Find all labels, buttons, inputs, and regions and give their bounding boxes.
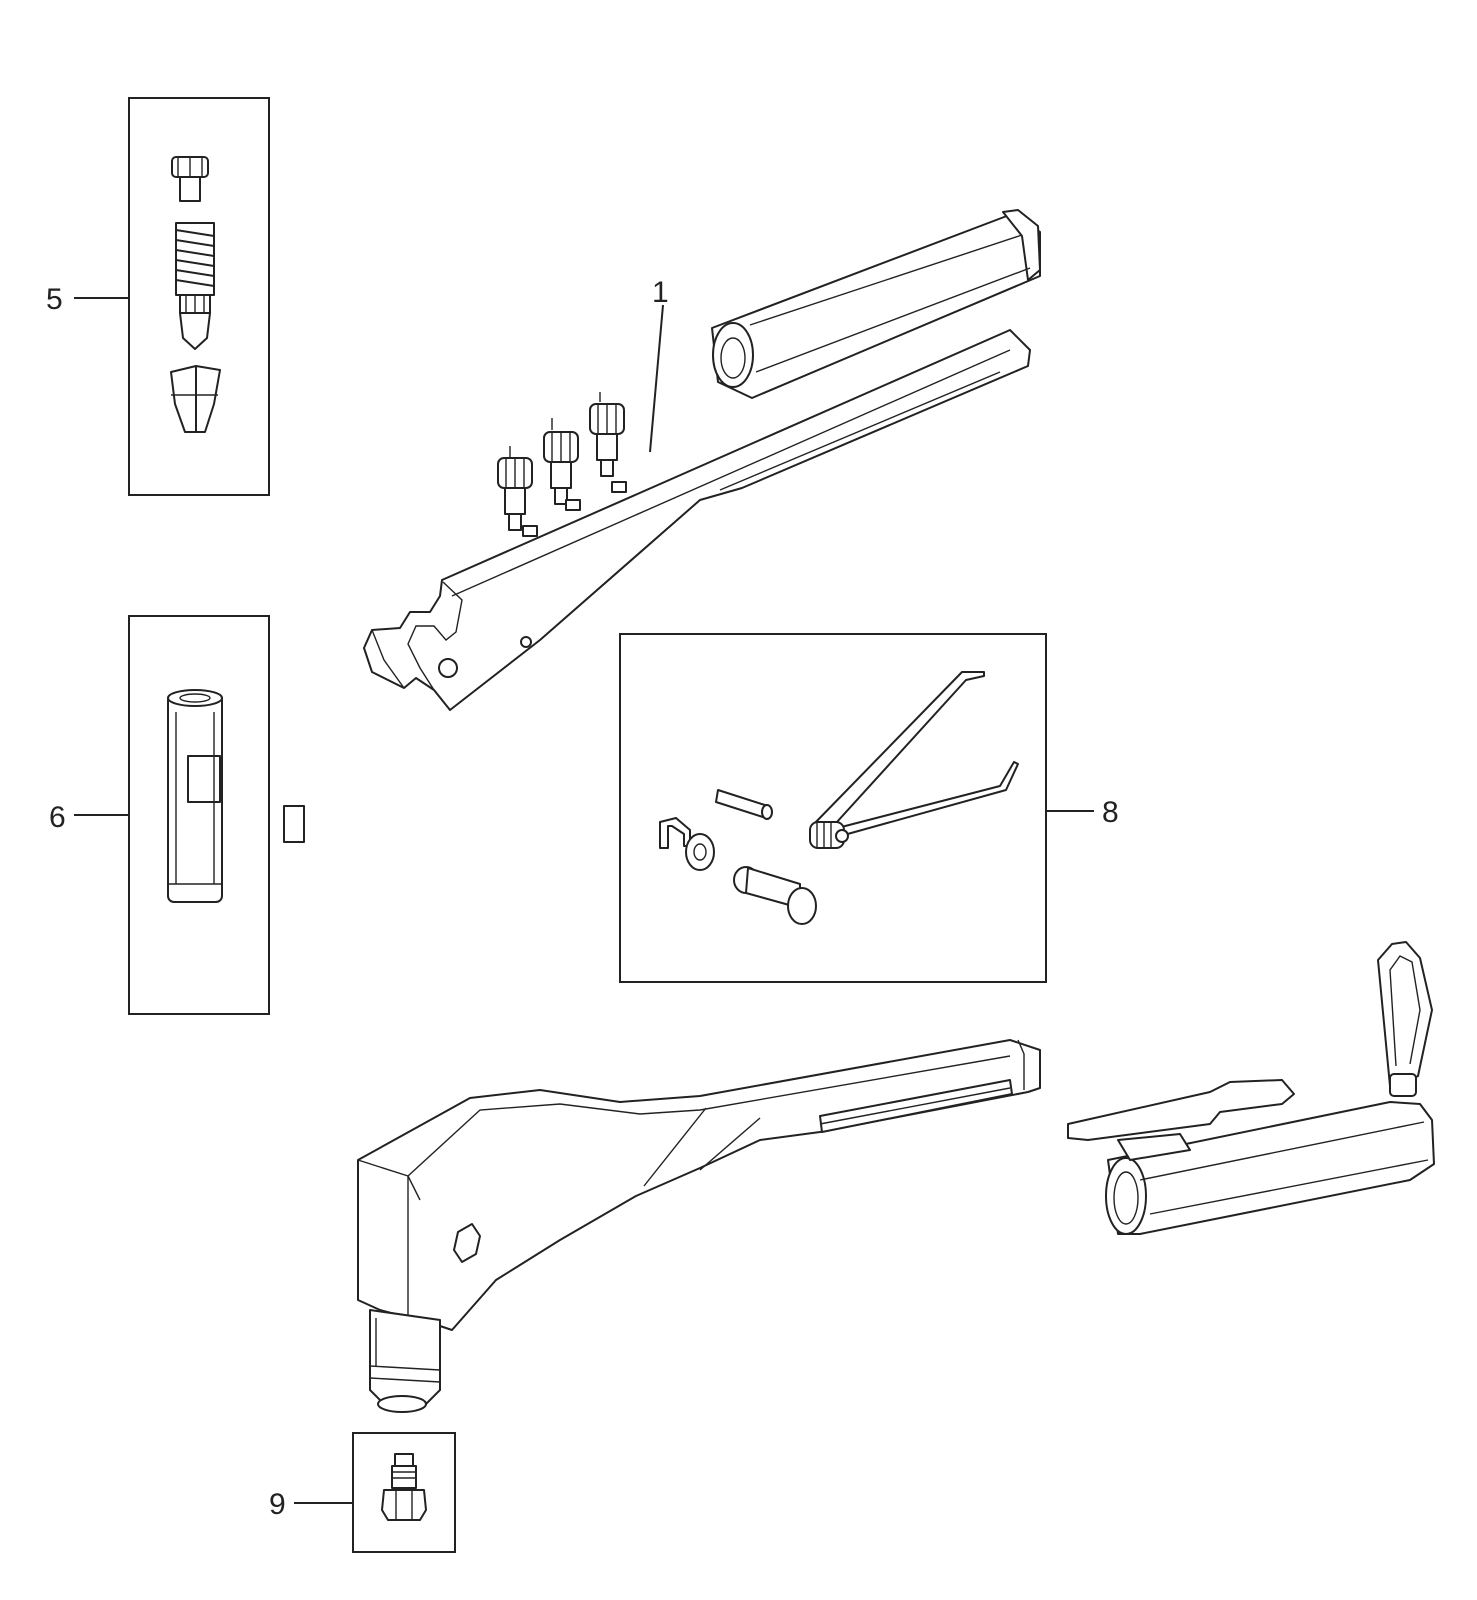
part-5-frame (128, 97, 270, 496)
part-9-group: 9 (269, 1432, 456, 1553)
part-8-washer (685, 833, 715, 871)
part-8-frame (619, 633, 1047, 983)
part-8-pivot-pin (733, 866, 817, 925)
part-5-screw (171, 156, 209, 202)
part-1-grip-sleeve (711, 209, 1041, 399)
part-1-handle-arm (363, 329, 1031, 711)
part-6-small-insert (283, 805, 305, 843)
part-1-pivot-hole (438, 658, 458, 678)
part-1-nosepiece-2 (543, 418, 581, 511)
part-8-retaining-clip (659, 817, 691, 849)
part-5-group: 5 (46, 97, 270, 496)
part-5-spring (175, 222, 215, 350)
part-1-small-hole (520, 636, 532, 648)
lower-handle-assembly (1067, 941, 1435, 1235)
lower-tool-body (357, 1039, 1041, 1413)
callout-1: 1 (652, 276, 669, 309)
tool-head-and-arm (357, 1039, 1041, 1331)
callout-5: 5 (46, 283, 63, 316)
lower-handle-loop-latch (1377, 941, 1433, 1087)
part-8-small-pin (715, 789, 773, 820)
tool-nose-cylinder (369, 1309, 441, 1413)
callout-8: 8 (1102, 796, 1119, 829)
part-9-nosepiece (381, 1453, 427, 1521)
lower-handle-link (1067, 1079, 1295, 1141)
part-6-sleeve (167, 689, 223, 903)
callout-9: 9 (269, 1488, 286, 1521)
part-8-torsion-spring (809, 671, 1019, 849)
hex-nut-icon (453, 1223, 481, 1263)
part-9-frame (352, 1432, 456, 1553)
part-6-group: 6 (49, 615, 305, 1015)
part-8-group: 8 (619, 633, 1119, 983)
part-5-jaws (170, 365, 221, 433)
part-1-nosepiece-1 (497, 446, 538, 537)
callout-6: 6 (49, 801, 66, 834)
part-1-nosepiece-3 (589, 392, 627, 493)
part-1-leader (649, 304, 664, 453)
part-1-group: 1 (363, 209, 1041, 711)
